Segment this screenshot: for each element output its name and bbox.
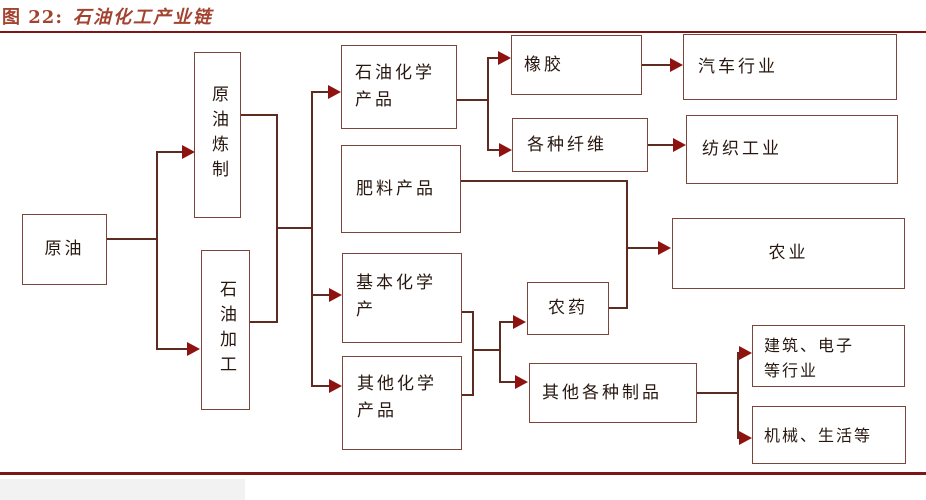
connector-to-pesticide xyxy=(499,321,513,323)
connector-to-basicchem xyxy=(311,294,329,296)
node-fertilizer-products: 肥料产品 xyxy=(341,145,461,233)
connector-pesticide-out xyxy=(609,307,626,309)
node-crude-oil-refining: 原油炼制 xyxy=(194,52,241,218)
connector-fibers-out xyxy=(648,144,673,146)
arrowhead-to-auto xyxy=(670,58,683,72)
arrowhead-to-otherproducts xyxy=(515,375,528,389)
connector-bracket-chem xyxy=(472,311,474,396)
connector-rubber-out xyxy=(642,64,670,66)
arrowhead-to-pesticide xyxy=(513,315,526,329)
arrowhead-to-machinery xyxy=(739,431,752,445)
connector-crudeoil-out xyxy=(107,238,156,240)
arrowhead-to-refining xyxy=(182,145,195,159)
connector-refining-out xyxy=(241,114,276,116)
arrowhead-to-otherchem xyxy=(329,379,342,393)
node-rubber: 橡胶 xyxy=(511,35,642,95)
node-petrochemical-products: 石油化学 产品 xyxy=(341,45,457,129)
connector-otherchem-out xyxy=(462,394,472,396)
arrowhead-to-rubber xyxy=(498,51,511,65)
node-machinery-daily-life: 机械、生活等 xyxy=(752,406,906,464)
arrowhead-to-petrochemical xyxy=(328,85,341,99)
node-pesticide: 农药 xyxy=(527,282,609,335)
arrowhead-to-agriculture xyxy=(658,241,671,255)
connector-trunk-merge xyxy=(276,114,278,323)
node-construction-electronics: 建筑、电子 等行业 xyxy=(752,325,905,387)
connector-to-otherchem xyxy=(311,385,329,387)
connector-to-rubber xyxy=(487,57,498,59)
arrowhead-to-textile xyxy=(673,138,686,152)
connector-petrochemical-out xyxy=(457,99,487,101)
connector-fertilizer-out xyxy=(461,180,626,182)
connector-to-fibers xyxy=(487,149,499,151)
node-textile-industry: 纺织工业 xyxy=(686,115,898,184)
connector-to-machinery xyxy=(737,437,740,439)
node-other-various-products: 其他各种制品 xyxy=(529,363,697,423)
connector-processing-out xyxy=(250,321,276,323)
connector-cross-link xyxy=(276,227,311,229)
arrowhead-to-processing xyxy=(187,342,200,356)
connector-bracket-industries xyxy=(737,352,739,439)
node-automotive-industry: 汽车行业 xyxy=(683,34,897,100)
connector-to-processing xyxy=(156,348,187,350)
connector-basicchem-out xyxy=(462,311,472,313)
node-basic-chemical-products: 基本化学 产 xyxy=(342,253,462,343)
connector-to-otherproducts xyxy=(499,381,515,383)
connector-otherproducts-out xyxy=(697,392,737,394)
connector-trunk-agriculture xyxy=(626,180,628,309)
node-crude-oil: 原油 xyxy=(22,214,107,285)
node-agriculture: 农业 xyxy=(672,218,905,289)
figure-label: 图 22: xyxy=(2,7,63,28)
arrowhead-to-basicchem xyxy=(329,288,342,302)
node-various-fibers: 各种纤维 xyxy=(512,118,648,172)
connector-trunk-rubber-fibers xyxy=(487,57,489,151)
connector-to-construction xyxy=(737,352,740,354)
bottom-rule xyxy=(0,472,926,475)
arrowhead-to-fibers xyxy=(499,143,512,157)
connector-to-agriculture xyxy=(626,247,658,249)
connector-trunk-pesticide-products xyxy=(499,321,501,383)
connector-to-refining xyxy=(156,151,183,153)
connector-trunk-products xyxy=(311,91,313,387)
node-petroleum-processing: 石油加工 xyxy=(201,250,250,410)
connector-trunk-crudeoil xyxy=(156,151,158,350)
figure-title: 图 22: 石油化工产业链 xyxy=(2,3,213,29)
arrowhead-to-construction xyxy=(739,346,752,360)
connector-to-petrochemical xyxy=(311,91,328,93)
title-underline xyxy=(0,31,926,33)
node-other-chemical-products: 其他化学 产品 xyxy=(342,356,462,450)
connector-bracket-chem-out xyxy=(472,349,499,351)
footer-shade-bar xyxy=(0,479,245,500)
figure-name: 石油化工产业链 xyxy=(72,7,213,28)
